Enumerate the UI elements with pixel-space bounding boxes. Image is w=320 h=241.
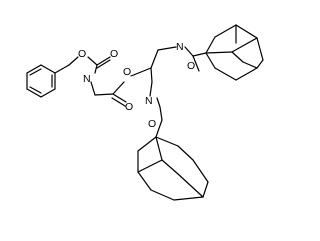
backbone (149, 46, 177, 97)
amide1-nitrogen-label: N (176, 41, 184, 53)
benzyl-ch2-bond (54, 64, 70, 74)
carbamate-carbonyl-oxygen-label: O (110, 48, 118, 60)
adamantane-lower (137, 136, 209, 201)
carbamate-nitrogen-label: N (83, 73, 91, 85)
amide1-group (184, 46, 207, 72)
ch2-o-bond (68, 56, 79, 66)
benzene-ring (26, 64, 56, 98)
molecule-canvas: O O N O O N O N (26, 24, 264, 201)
adamantane-upper (205, 24, 264, 81)
carbamate-ester-oxygen-label: O (78, 48, 86, 60)
amide2-carbonyl-oxygen-label: O (148, 118, 156, 130)
ester-oxygen-label: O (123, 66, 131, 78)
structure-svg: O O N O O N O N (26, 24, 264, 201)
ester-carbonyl-oxygen-label: O (125, 101, 133, 113)
amide2-group (155, 97, 163, 138)
carbamate-group (87, 56, 111, 96)
amide2-nitrogen-label: N (145, 95, 153, 107)
amide1-carbonyl-oxygen-label: O (187, 60, 195, 72)
ester-group (94, 67, 152, 107)
